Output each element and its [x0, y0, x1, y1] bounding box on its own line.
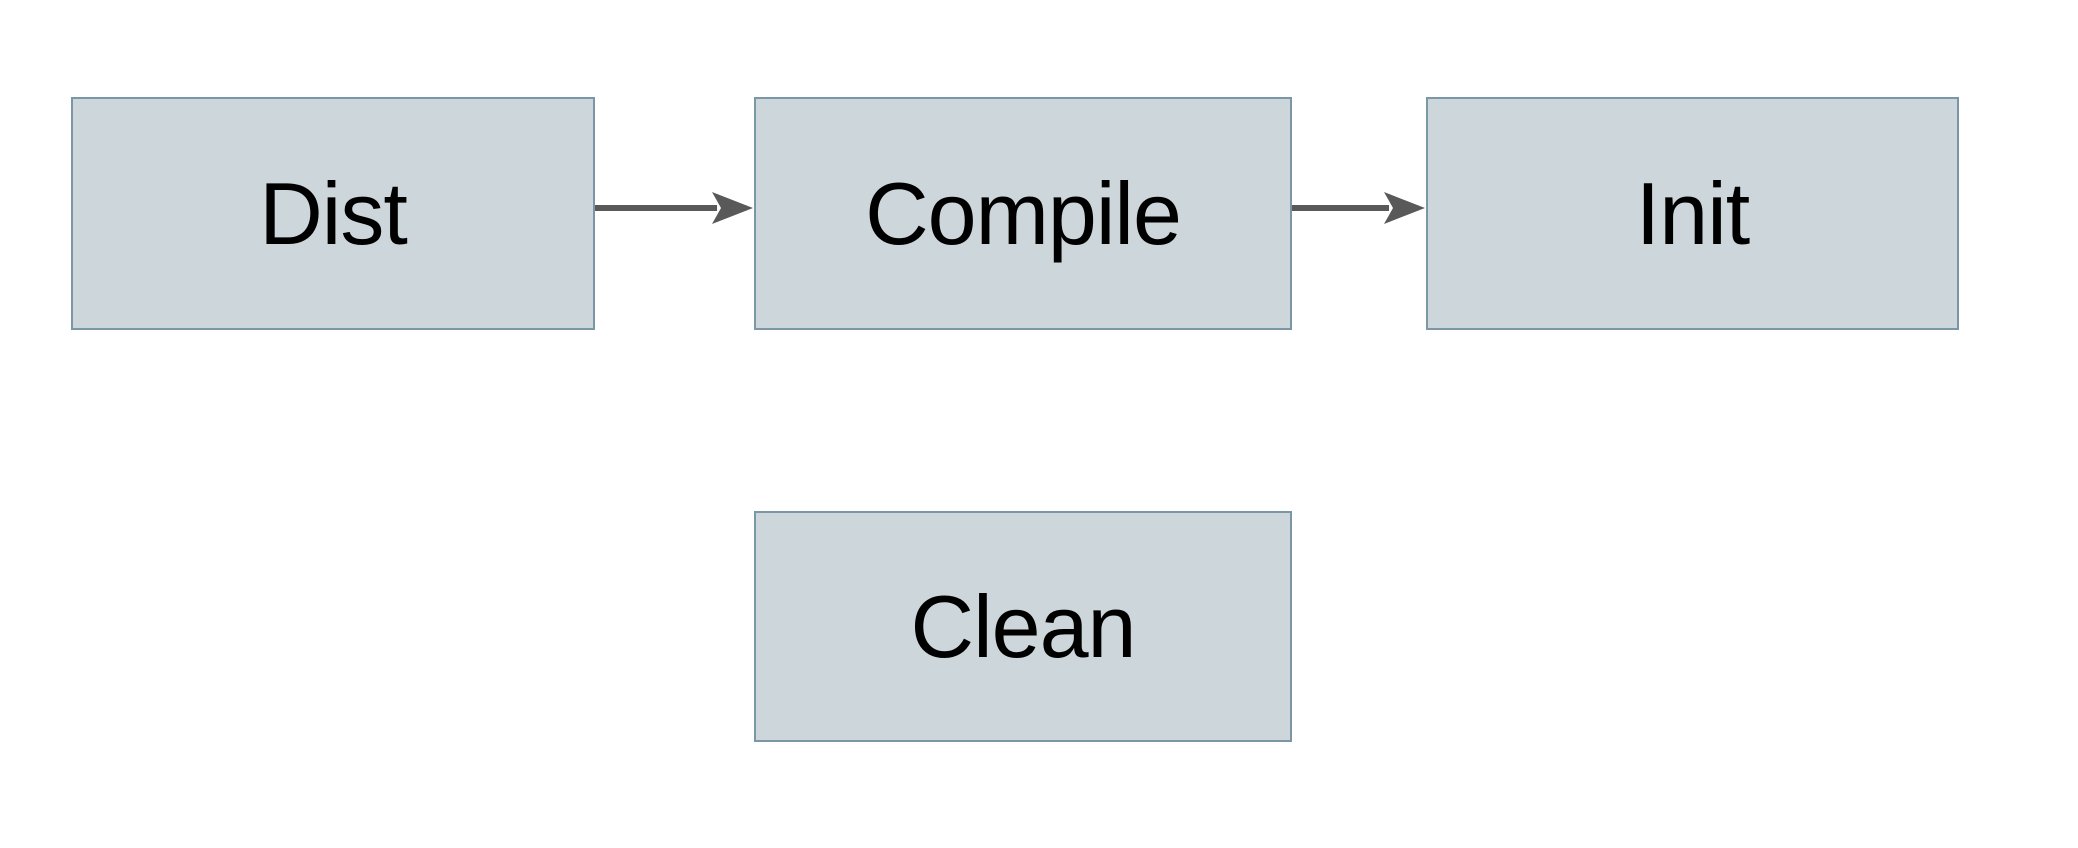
node-dist-label: Dist	[259, 163, 408, 263]
arrowhead-icon	[712, 192, 753, 224]
node-compile-label: Compile	[865, 163, 1182, 263]
node-init-label: Init	[1635, 163, 1750, 263]
arrowhead-icon	[1384, 192, 1425, 224]
node-clean[interactable]: Clean	[754, 511, 1292, 742]
edge-dist-to-compile[interactable]	[595, 190, 755, 226]
node-compile[interactable]: Compile	[754, 97, 1292, 330]
node-clean-label: Clean	[910, 576, 1137, 676]
edge-compile-to-init[interactable]	[1292, 190, 1427, 226]
node-init[interactable]: Init	[1426, 97, 1959, 330]
node-dist[interactable]: Dist	[71, 97, 595, 330]
